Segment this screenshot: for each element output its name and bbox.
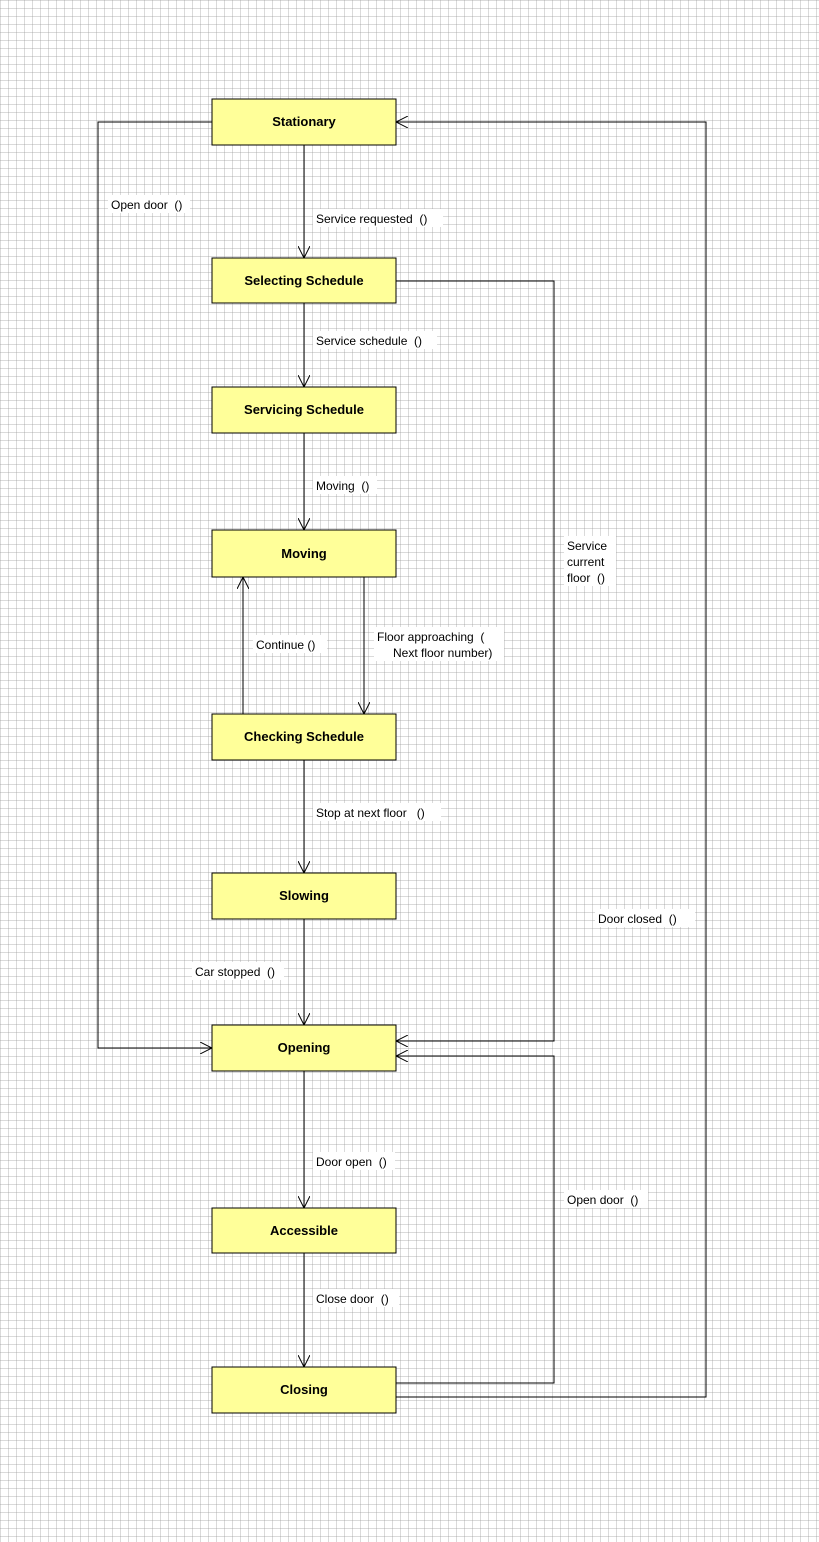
label-moving: Moving () [316,479,369,493]
edge-selecting-to-opening [396,280,555,1041]
state-opening[interactable]: Opening [211,1024,397,1072]
state-checking-schedule[interactable]: Checking Schedule [211,713,397,761]
state-slowing[interactable]: Slowing [211,872,397,920]
state-selecting-schedule-label: Selecting Schedule [244,273,363,288]
state-checking-schedule-label: Checking Schedule [244,729,364,744]
label-stop-at-next-floor: Stop at next floor () [316,806,425,820]
state-closing[interactable]: Closing [211,1366,397,1414]
label-open-door-left: Open door () [111,198,182,212]
edge-stationary-to-opening [97,121,212,1048]
label-close-door: Close door () [316,1292,389,1306]
state-slowing-label: Slowing [279,888,329,903]
label-service-current-floor-line1: Service [567,539,607,553]
state-servicing-schedule-label: Servicing Schedule [244,402,364,417]
label-car-stopped: Car stopped () [195,965,275,979]
label-continue: Continue () [256,638,315,652]
transitions [97,121,707,1398]
state-accessible-label: Accessible [270,1223,338,1238]
state-servicing-schedule[interactable]: Servicing Schedule [211,386,397,434]
label-service-requested: Service requested () [316,212,427,226]
state-stationary-label: Stationary [272,114,336,129]
label-service-current-floor-line3: floor () [567,571,605,585]
transition-labels: Service requested () Service schedule ()… [108,195,695,1307]
states: Stationary Selecting Schedule Servicing … [211,98,397,1414]
label-floor-approaching-line1: Floor approaching ( [377,630,484,644]
edge-closing-to-opening [396,1056,555,1384]
label-service-schedule: Service schedule () [316,334,422,348]
state-stationary[interactable]: Stationary [211,98,397,146]
state-accessible[interactable]: Accessible [211,1207,397,1254]
label-open-door-right: Open door () [567,1193,638,1207]
label-door-closed: Door closed () [598,912,677,926]
label-floor-approaching-line2: Next floor number) [393,646,492,660]
state-closing-label: Closing [280,1382,328,1397]
state-opening-label: Opening [278,1040,331,1055]
state-moving[interactable]: Moving [211,529,397,578]
state-selecting-schedule[interactable]: Selecting Schedule [211,257,397,304]
label-door-open: Door open () [316,1155,387,1169]
state-moving-label: Moving [281,546,327,561]
label-service-current-floor-line2: current [567,555,605,569]
edge-closing-to-stationary [396,122,707,1398]
